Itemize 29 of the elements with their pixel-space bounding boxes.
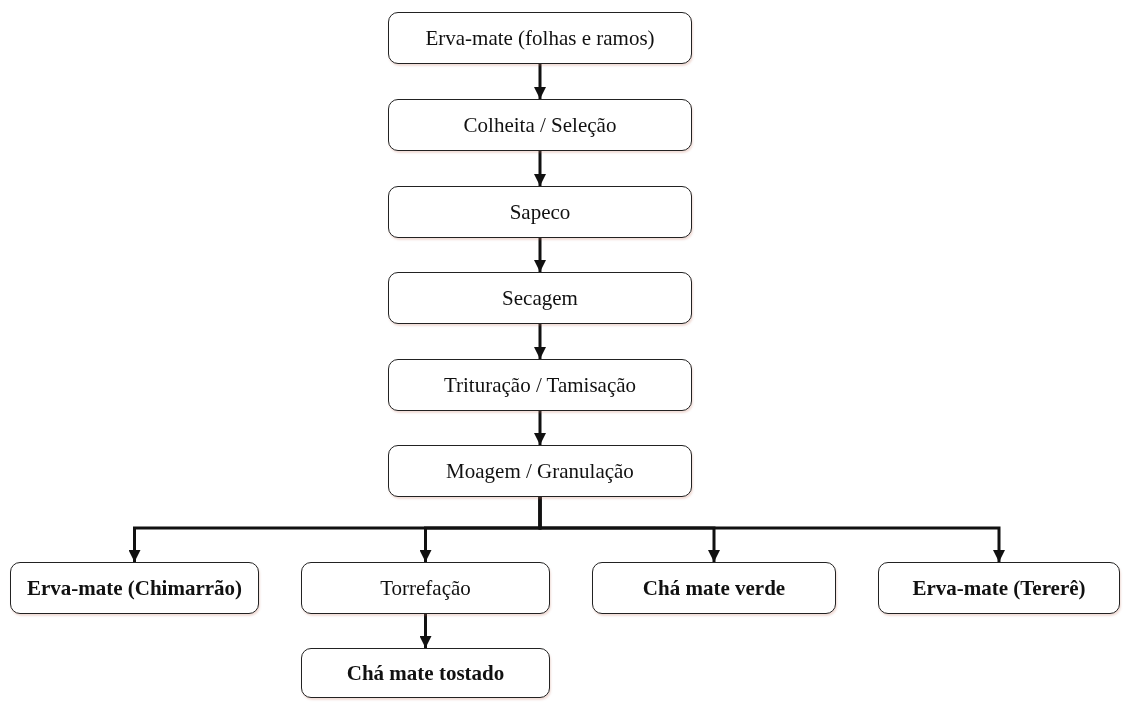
process-box — [388, 99, 692, 151]
step-label: Secagem — [502, 286, 578, 309]
step-label: Erva-mate (folhas e ramos) — [425, 26, 655, 49]
process-box — [388, 12, 692, 64]
process-box — [388, 445, 692, 497]
step-label: Colheita / Seleção — [463, 113, 617, 136]
arrow — [534, 324, 546, 359]
process-box — [301, 648, 550, 698]
process-box — [388, 272, 692, 324]
process-box — [301, 562, 550, 614]
arrow — [534, 411, 546, 445]
step-label: Torrefação — [380, 576, 471, 599]
process-box — [878, 562, 1120, 614]
process-box — [592, 562, 836, 614]
process-box — [388, 186, 692, 238]
arrow — [534, 151, 546, 186]
arrow — [419, 614, 432, 648]
step-label: Trituração / Tamisação — [443, 373, 637, 396]
step-label: Chá mate tostado — [346, 661, 505, 684]
step-label: Sapeco — [509, 200, 571, 223]
step-label: Moagem / Granulação — [446, 459, 634, 482]
arrow — [534, 238, 546, 272]
process-box — [388, 359, 692, 411]
arrow — [534, 64, 546, 99]
arrow — [538, 497, 1005, 562]
step-label: Erva-mate (Chimarrão) — [26, 576, 243, 599]
step-label: Chá mate verde — [642, 576, 786, 599]
step-label: Erva-mate (Tererê) — [912, 576, 1086, 599]
process-box — [10, 562, 259, 614]
